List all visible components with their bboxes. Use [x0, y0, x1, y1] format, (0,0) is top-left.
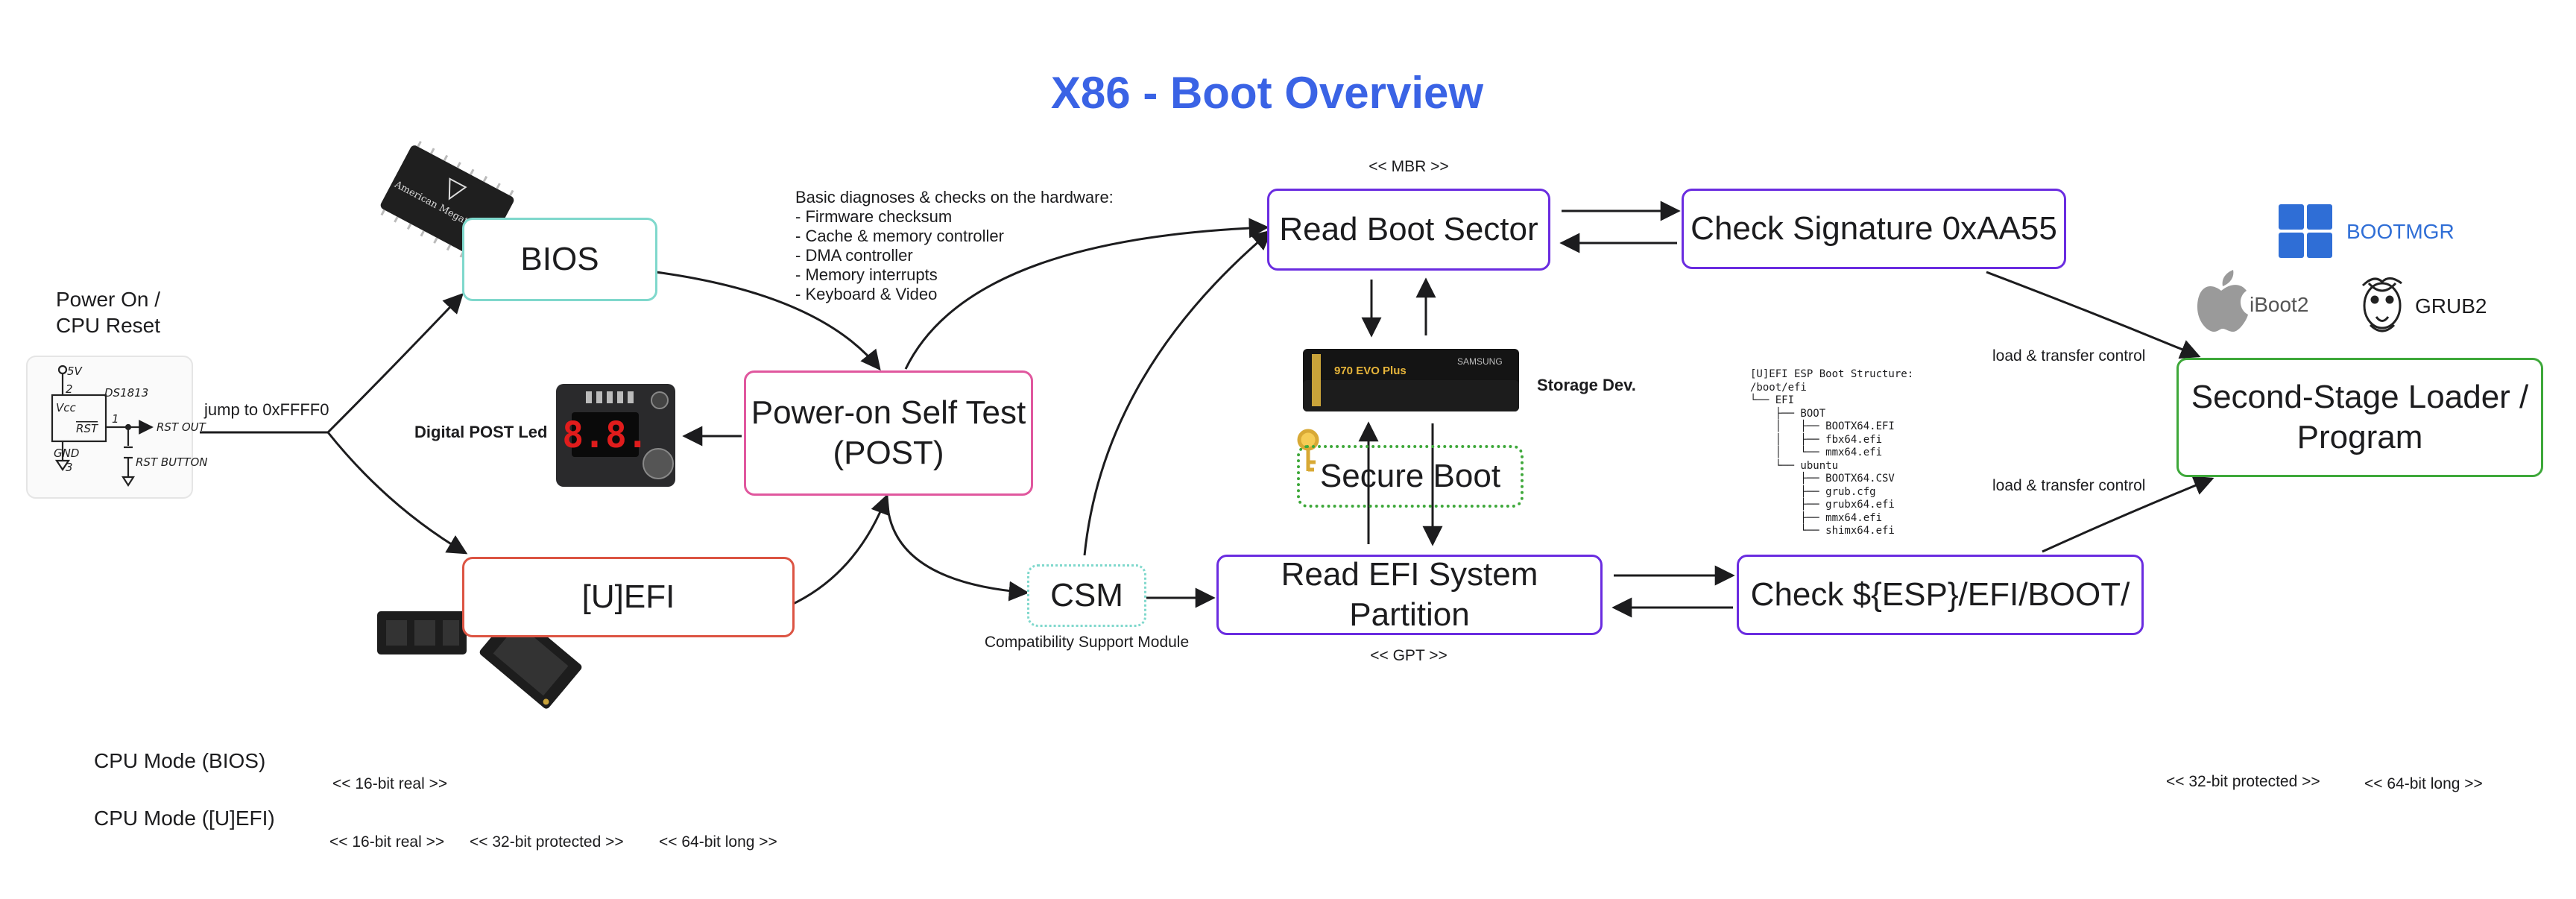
- circuit-chip: DS1813: [104, 386, 148, 400]
- svg-text:970 EVO Plus: 970 EVO Plus: [1334, 365, 1407, 377]
- circuit-pin-1: 1: [112, 412, 119, 426]
- arrow-csm-to-rbs: [1083, 230, 1273, 556]
- cpu-mode-uefi-label: CPU Mode ([U]EFI): [94, 807, 275, 830]
- check-signature-node: Check Signature 0xAA55: [1682, 189, 2066, 269]
- cpu-mode-bios-label: CPU Mode (BIOS): [94, 749, 266, 772]
- arrow-check-to-loader: [2042, 476, 2214, 553]
- cpu-mode-bios-protected: << 32-bit protected >>: [2166, 773, 2320, 790]
- arrow-post-to-rbs: [904, 218, 1269, 370]
- digital-post-led-image: 8.8.: [556, 384, 675, 487]
- circuit-pin-5v: 5V: [67, 365, 83, 378]
- load-transfer-label-2: load & transfer control: [1992, 477, 2146, 494]
- key-icon: [1297, 429, 1319, 472]
- post-notes: Basic diagnoses & checks on the hardware…: [795, 188, 1114, 303]
- storage-dev-label: Storage Dev.: [1537, 376, 1636, 394]
- csm-node: CSM: [1027, 564, 1146, 627]
- windows-icon: [2279, 204, 2332, 258]
- grub2-label: GRUB2: [2415, 294, 2487, 318]
- arrow-sig-to-loader: [1986, 271, 2201, 359]
- circuit-rst-out: RST OUT: [157, 420, 207, 434]
- gnu-icon: [2361, 277, 2402, 332]
- read-boot-sector-node: Read Boot Sector: [1267, 189, 1550, 271]
- cpu-mode-uefi-protected: << 32-bit protected >>: [470, 833, 624, 851]
- cpu-mode-uefi-long: << 64-bit long >>: [659, 833, 777, 851]
- arrow-reset-to-uefi: [326, 432, 468, 555]
- storage-device-image: 970 EVO Plus SAMSUNG: [1303, 349, 1519, 411]
- svg-text:8.8.: 8.8.: [562, 414, 648, 456]
- apple-icon: [2197, 270, 2248, 332]
- arrow-reset-to-bios: [200, 293, 464, 434]
- circuit-pin-2: 2: [66, 382, 73, 396]
- jump-label: jump to 0xFFFF0: [204, 400, 329, 419]
- arrow-post-to-csm: [886, 495, 1029, 602]
- mbr-label: << MBR >>: [1368, 158, 1449, 175]
- cpu-mode-bios-long: << 64-bit long >>: [2364, 775, 2483, 792]
- circuit-rst-button: RST BUTTON: [136, 455, 208, 469]
- reset-circuit: 5V 2 Vcc DS1813 RST 1 GND 3 RST OUT RST …: [26, 356, 208, 499]
- page-title: X86 - Boot Overview: [1050, 68, 1484, 118]
- read-esp-node: Read EFI System Partition: [1216, 555, 1603, 635]
- svg-text:SAMSUNG: SAMSUNG: [1457, 356, 1503, 367]
- circuit-vcc: Vcc: [56, 401, 77, 414]
- uefi-node: [U]EFI: [462, 557, 795, 637]
- bios-node: BIOS: [462, 218, 657, 301]
- arrow-uefi-to-post: [789, 493, 890, 607]
- power-on-label: Power On / CPU Reset: [55, 288, 161, 337]
- uefi-chip-image: [377, 611, 582, 709]
- csm-caption: Compatibility Support Module: [984, 634, 1190, 651]
- secure-boot-node: Secure Boot: [1297, 445, 1524, 508]
- iboot2-label: iBoot2: [2250, 293, 2309, 316]
- cpu-mode-uefi-real: << 16-bit real >>: [329, 833, 445, 851]
- second-stage-loader-node: Second-Stage Loader / Program: [2176, 358, 2543, 477]
- circuit-gnd: GND: [54, 447, 79, 460]
- cpu-mode-bios-real: << 16-bit real >>: [332, 775, 448, 792]
- bootmgr-label: BOOTMGR: [2346, 220, 2455, 243]
- check-esp-node: Check ${ESP}/EFI/BOOT/: [1737, 555, 2144, 635]
- arrow-bios-to-post: [655, 271, 881, 371]
- gpt-label: << GPT >>: [1370, 647, 1448, 664]
- circuit-rst: RST: [76, 422, 99, 435]
- esp-structure: [U]EFI ESP Boot Structure: /boot/efi └──…: [1750, 368, 1914, 537]
- digital-post-led-label: Digital POST Led: [414, 423, 548, 441]
- circuit-pin-3: 3: [66, 461, 73, 474]
- load-transfer-label-1: load & transfer control: [1992, 347, 2146, 365]
- connectors: [200, 201, 2214, 618]
- post-node: Power-on Self Test (POST): [744, 370, 1033, 496]
